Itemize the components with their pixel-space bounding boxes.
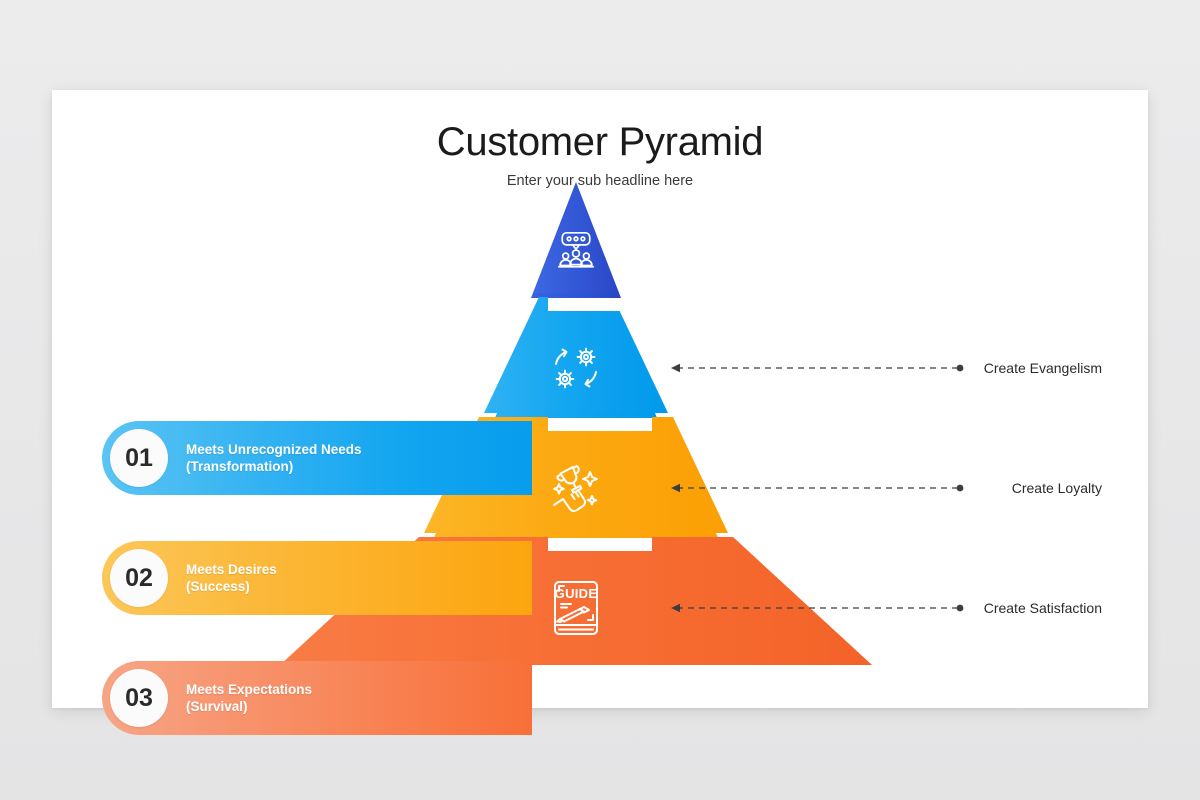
tier-label-pill-2[interactable]: 02 Meets Desires (Success) [102,541,532,615]
hand-trophy-icon [553,465,598,512]
tier-number-3: 03 [110,669,168,727]
pyramid-graphic-main: GUIDE [280,190,872,665]
tier-label-pill-3[interactable]: 03 Meets Expectations (Survival) [102,661,532,735]
slide-card: Customer Pyramid Enter your sub headline… [52,90,1148,735]
tier-subtitle-1: (Transformation) [186,459,294,474]
apex-shape [533,190,619,293]
tier-label-pill-1[interactable]: 01 Meets Unrecognized Needs (Transformat… [102,421,532,495]
outcome-label-2: Create Loyalty [1011,480,1102,496]
outcome-label-1: Create Evangelism [983,360,1102,376]
guide-book-icon: GUIDE [554,581,598,635]
page-subtitle: Enter your sub headline here [506,173,694,189]
tier-title-2: Meets Desires [186,562,277,577]
tier-subtitle-3: (Survival) [186,699,248,714]
gears-cycle-icon [555,347,597,389]
pyramid-diagram: GUIDE [52,90,1148,735]
tier-number-2: 02 [110,549,168,607]
audience-speech-bubble-icon [557,231,595,268]
tier-text-1: Meets Unrecognized Needs (Transformation… [186,441,362,475]
tier-title-3: Meets Expectations [186,682,313,697]
tier-title-1: Meets Unrecognized Needs [186,442,362,457]
pill-background-3 [102,661,532,735]
tier-number-1: 01 [110,429,168,487]
pill-background-1 [102,421,532,495]
tier-subtitle-2: (Success) [186,579,250,594]
guide-book-icon-text: GUIDE [555,586,598,601]
tier-text-3: Meets Expectations (Survival) [186,681,312,715]
tier-1-shape [484,297,668,413]
tier-text-2: Meets Desires (Success) [186,561,277,595]
pill-background-2 [102,541,532,615]
page-title: Customer Pyramid [436,120,764,164]
outcome-label-3: Create Satisfaction [983,600,1102,616]
